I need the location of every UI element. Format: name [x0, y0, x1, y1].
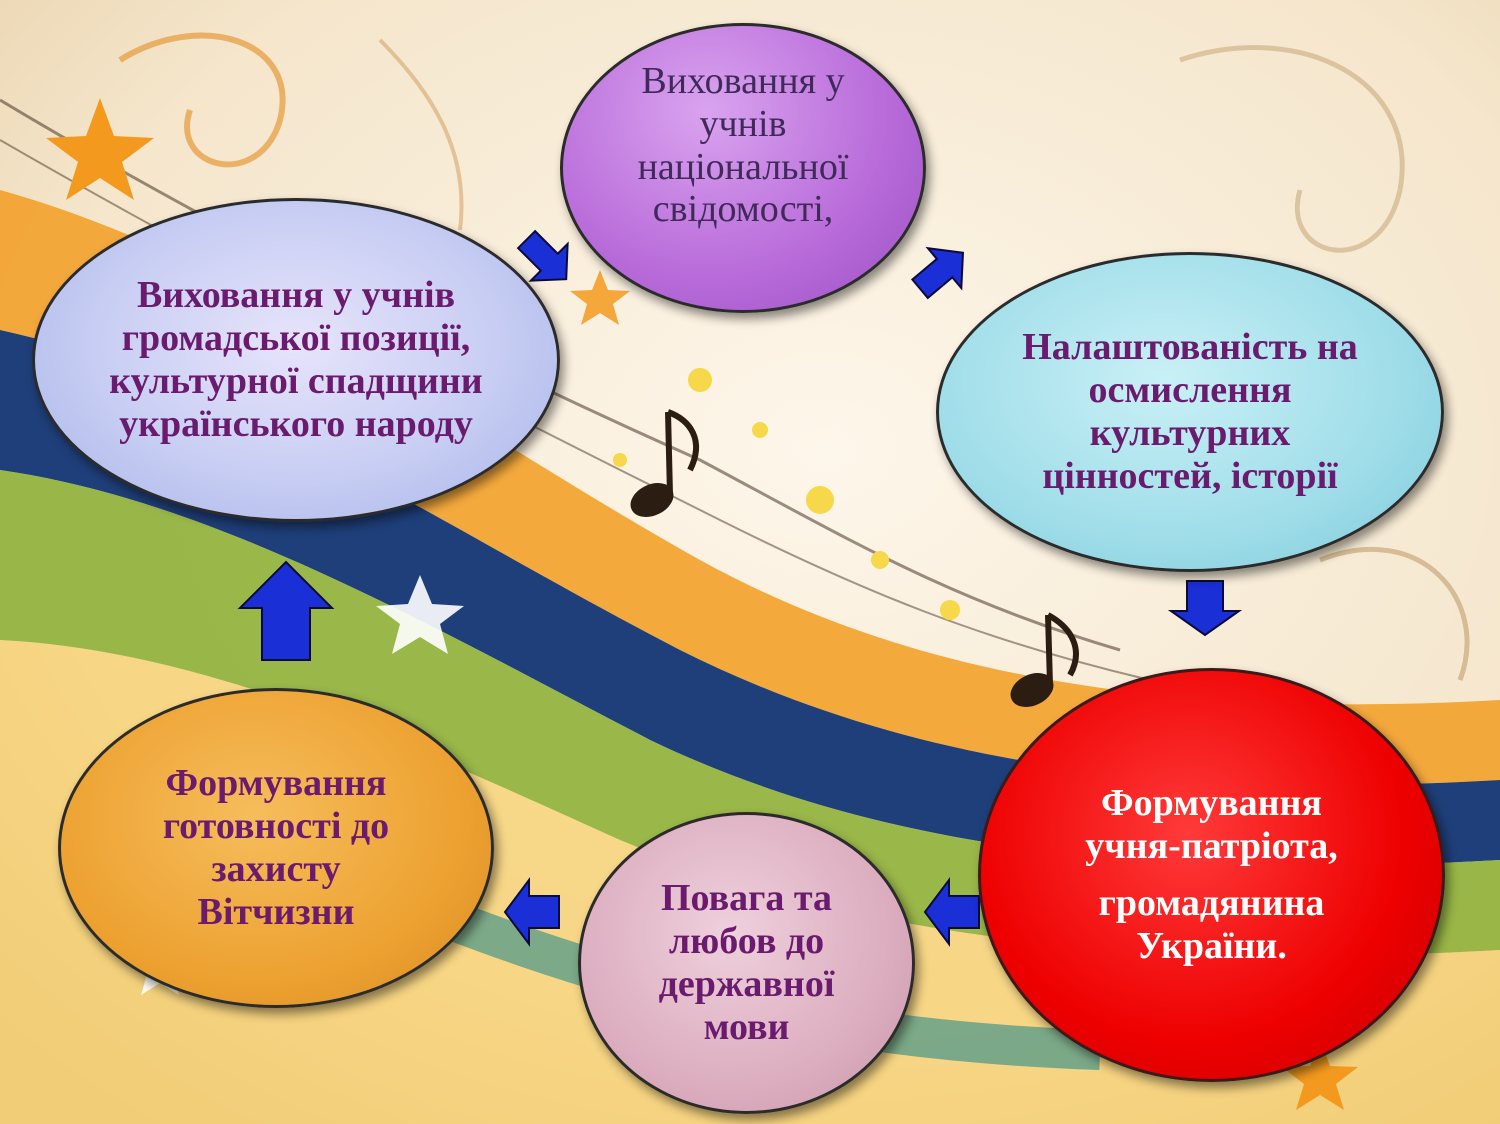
- node-text-line1: Формування учня-патріота,: [1085, 782, 1338, 868]
- arrow-icon: [237, 560, 335, 661]
- node-cultural-values: Налаштованість на осмислення культурних …: [936, 252, 1444, 572]
- music-note-icon: [630, 409, 700, 517]
- node-civic-position: Виховання у учнів громадської позиції, к…: [32, 198, 560, 522]
- arrow-icon: [503, 877, 560, 947]
- node-defense-readiness: Формування готовності до захисту Вітчизн…: [58, 688, 494, 1008]
- music-note-icon: [1010, 612, 1079, 707]
- arrow-icon: [1167, 580, 1243, 637]
- star-icon: [570, 270, 630, 325]
- node-patriot-citizen: Формування учня-патріота, громадянина Ук…: [978, 668, 1445, 1082]
- star-icon: [376, 575, 464, 654]
- star-icon: [1282, 1040, 1358, 1110]
- arrow-icon: [516, 229, 569, 282]
- node-text: Формування готовності до захисту Вітчизн…: [162, 762, 390, 933]
- node-state-language: Повага та любов до державної мови: [578, 812, 915, 1114]
- arrow-icon: [910, 246, 965, 300]
- node-text: Повага та любов до державної мови: [658, 877, 835, 1048]
- node-text: Виховання у учнів громадської позиції, к…: [109, 274, 483, 445]
- node-text-line2: громадянина України.: [1098, 882, 1325, 967]
- node-national-awareness: Виховання у учнів національної свідомост…: [560, 23, 926, 313]
- node-text: Налаштованість на осмислення культурних …: [1022, 326, 1358, 497]
- arrow-icon: [923, 877, 980, 947]
- node-text: Виховання у учнів національної свідомост…: [637, 59, 849, 231]
- star-icon: [46, 98, 154, 200]
